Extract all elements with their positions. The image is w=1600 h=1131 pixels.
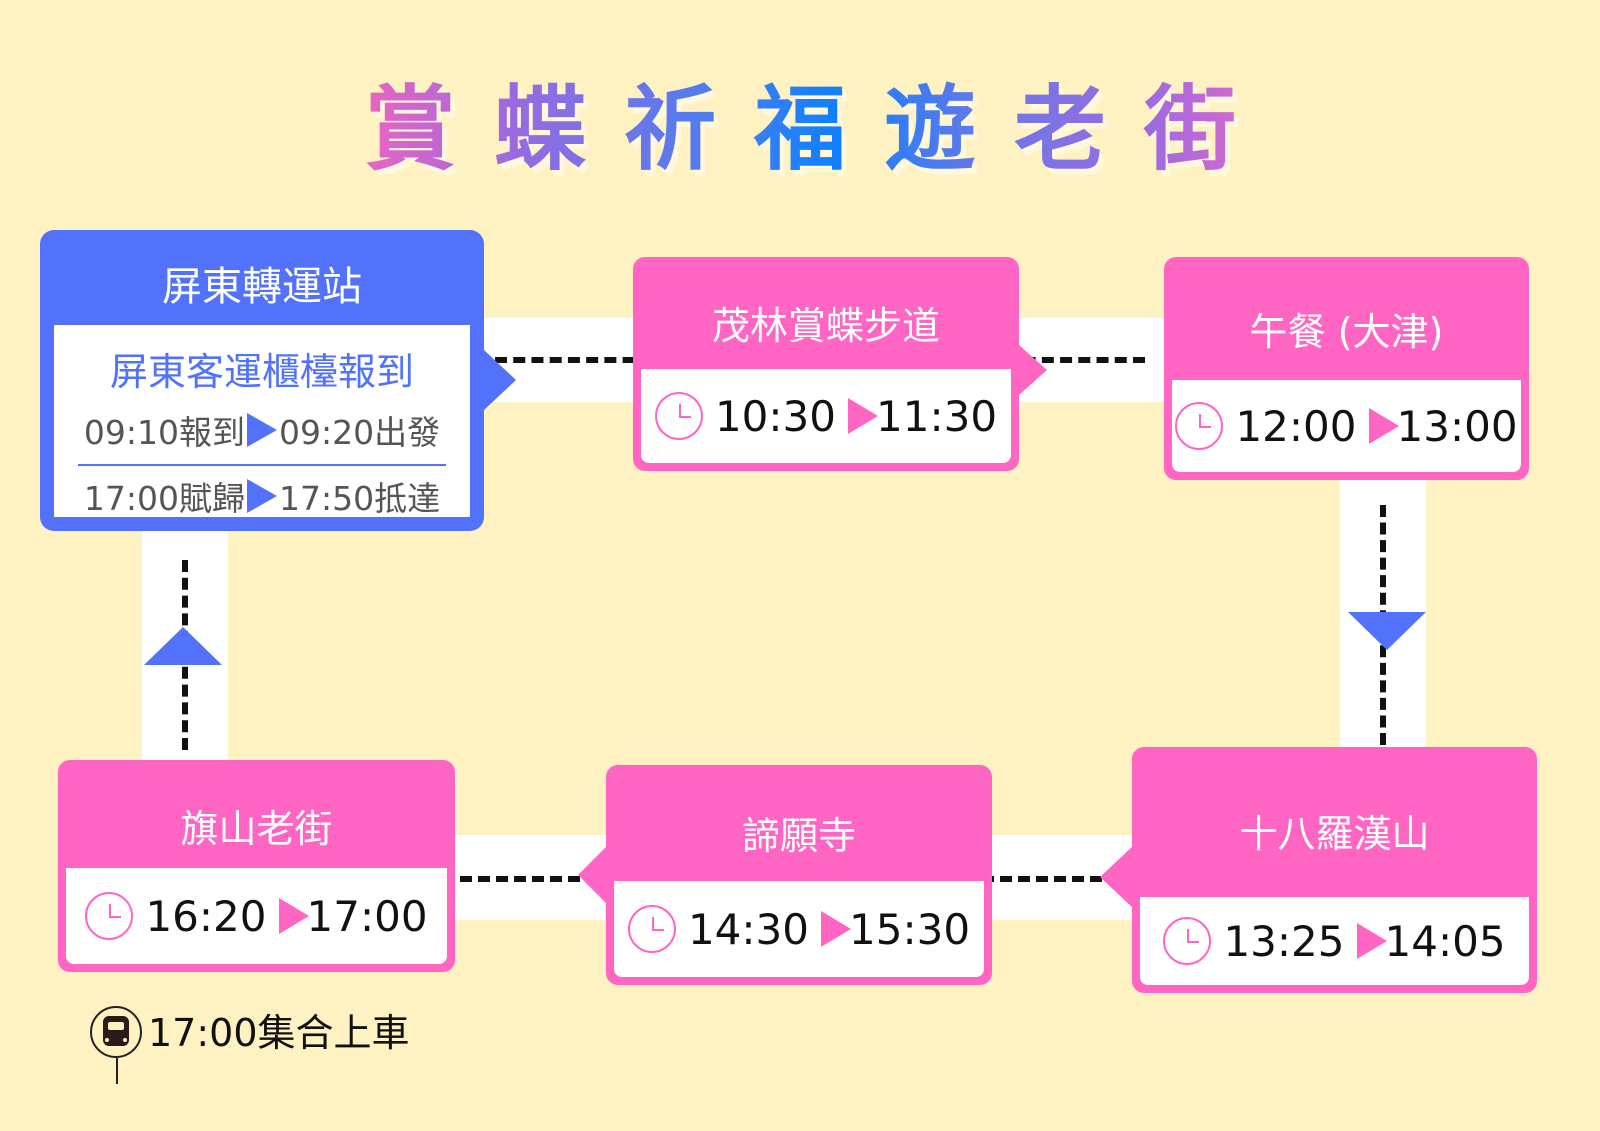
start-time: 10:30 bbox=[714, 391, 836, 441]
end-time: 13:00 bbox=[1396, 401, 1518, 451]
return-line: 17:00賦歸 17:50抵達 bbox=[54, 472, 470, 520]
stop-name: 諦願寺 bbox=[741, 814, 856, 858]
clock-icon bbox=[627, 905, 676, 953]
departure-line: 09:10報到 09:20出發 bbox=[54, 406, 470, 454]
play-arrow-icon bbox=[278, 898, 309, 934]
bus-stop-icon bbox=[90, 1006, 142, 1058]
play-arrow-icon bbox=[1368, 408, 1399, 444]
start-time: 12:00 bbox=[1235, 401, 1357, 451]
stop-card: 諦願寺 14:30 15:30 bbox=[606, 765, 992, 985]
divider bbox=[78, 464, 446, 466]
arrive-time: 17:50抵達 bbox=[279, 479, 441, 518]
stop-name: 茂林賞蝶步道 bbox=[711, 304, 940, 348]
end-time: 15:30 bbox=[849, 904, 971, 954]
play-arrow-icon bbox=[1356, 923, 1387, 959]
stop-name: 午餐 (大津) bbox=[1249, 310, 1444, 354]
stop-card: 茂林賞蝶步道 10:30 11:30 bbox=[633, 257, 1019, 471]
pointer-icon bbox=[578, 845, 608, 905]
pointer-icon bbox=[484, 350, 516, 410]
stop-name: 十八羅漢山 bbox=[1239, 812, 1430, 856]
pointer-icon bbox=[1019, 345, 1047, 395]
end-time: 17:00 bbox=[306, 891, 428, 941]
clock-icon bbox=[654, 392, 703, 440]
stop-card: 旗山老街 16:20 17:00 bbox=[58, 760, 455, 972]
pointer-icon bbox=[1100, 845, 1134, 909]
play-arrow-icon bbox=[821, 911, 851, 947]
end-time: 14:05 bbox=[1384, 916, 1506, 966]
clock-icon bbox=[85, 892, 134, 940]
depart-time: 09:20出發 bbox=[279, 413, 441, 452]
return-time: 17:00賦歸 bbox=[83, 479, 245, 518]
start-time: 13:25 bbox=[1223, 916, 1345, 966]
start-time: 16:20 bbox=[145, 891, 267, 941]
checkin-time: 09:10報到 bbox=[83, 413, 245, 452]
end-time: 11:30 bbox=[876, 391, 998, 441]
bus-stop-pole bbox=[116, 1058, 118, 1084]
clock-icon bbox=[1163, 917, 1212, 965]
play-arrow-icon bbox=[247, 413, 277, 447]
play-arrow-icon bbox=[247, 479, 277, 513]
clock-icon bbox=[1175, 402, 1224, 450]
stop-card: 午餐 (大津) 12:00 13:00 bbox=[1164, 257, 1529, 480]
play-arrow-icon bbox=[848, 398, 878, 434]
stop-card: 十八羅漢山 13:25 14:05 bbox=[1132, 747, 1537, 993]
start-station-name: 屏東轉運站 bbox=[162, 264, 362, 310]
page-title: 賞蝶祈福遊老街 bbox=[0, 55, 1600, 188]
arrow-up-icon bbox=[144, 627, 222, 665]
stop-name: 旗山老街 bbox=[180, 807, 333, 851]
boarding-note: 17:00集合上車 bbox=[148, 1011, 410, 1055]
start-subtitle: 屏東客運櫃檯報到 bbox=[109, 350, 414, 394]
arrow-down-icon bbox=[1348, 612, 1426, 650]
start-time: 14:30 bbox=[687, 904, 809, 954]
